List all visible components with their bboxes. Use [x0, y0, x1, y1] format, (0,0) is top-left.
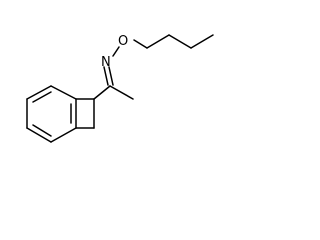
butyl-chain	[133, 34, 214, 49]
bond-c3-c4	[190, 34, 214, 49]
oxygen-atom-label: O	[118, 34, 128, 49]
bond-c2-c3	[168, 34, 192, 49]
bond-bz-5	[50, 127, 77, 143]
bond-bz-inner-2	[32, 124, 52, 137]
nitrogen-atom-label: N	[101, 55, 111, 70]
bond-c-ring	[93, 85, 111, 100]
bond-c1-c2	[146, 34, 170, 49]
chemical-structure-diagram: N O	[26, 34, 214, 143]
bond-bz-4	[26, 127, 52, 143]
benzene-ring	[26, 85, 77, 143]
bond-c-n-1	[103, 66, 109, 86]
imine-double-bond	[103, 66, 114, 86]
bond-c-methyl	[109, 85, 134, 100]
bond-bz-1	[50, 85, 77, 100]
bond-n-o	[112, 46, 120, 57]
cyclobutane-ring	[75, 98, 95, 129]
bond-bz-2	[26, 85, 52, 100]
bond-bz-inner-1	[32, 91, 52, 103]
bond-c-n-2	[108, 66, 114, 86]
bond-o-c1	[133, 39, 148, 49]
